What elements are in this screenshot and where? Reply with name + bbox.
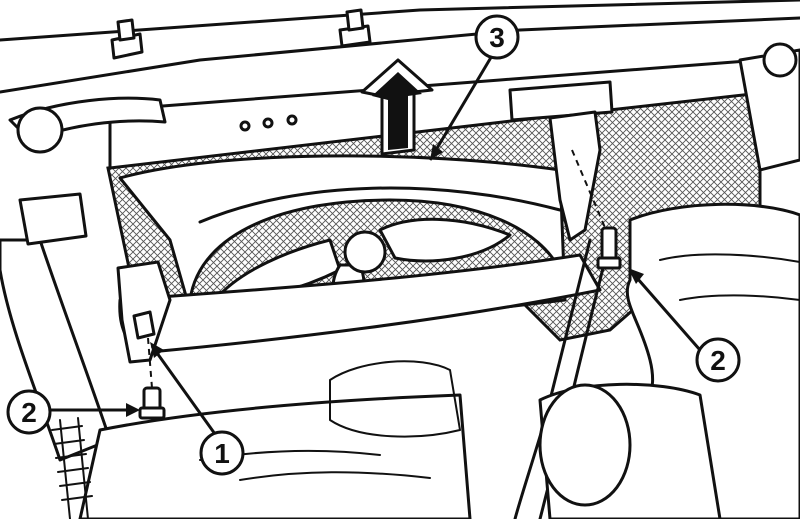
tank-hole — [239, 120, 251, 132]
callout-bolt-right-label: 2 — [710, 345, 726, 376]
right-bolt — [596, 226, 622, 270]
lower-pipe-flange — [329, 360, 461, 438]
callout-arrowhead-2-left — [126, 403, 140, 417]
lower-front-panel — [78, 393, 472, 519]
left-mount — [16, 106, 64, 154]
left-bolt-guide — [147, 337, 153, 389]
upper-right-bracket — [508, 80, 614, 122]
hose-clamp — [18, 192, 88, 246]
left-coolant-hose — [0, 238, 112, 462]
callout-fan-shroud: 3 — [474, 14, 520, 60]
callout-bolt-left-label: 2 — [21, 397, 37, 428]
tank-hole — [286, 114, 298, 126]
top-right-mount — [762, 42, 798, 78]
intake-duct-mouth — [538, 383, 632, 507]
corrugated-hose — [51, 417, 93, 519]
panel-edge — [239, 471, 431, 481]
lower-fixing-nut — [132, 310, 156, 340]
callout-bolt-left: 2 — [6, 389, 52, 435]
callout-leader-3 — [428, 53, 495, 161]
callout-leader-2-right — [628, 269, 702, 351]
callout-leader-1 — [150, 345, 217, 435]
mounting-stud-left — [110, 18, 144, 60]
lower-left-bolt — [138, 386, 166, 420]
tank-hole — [262, 117, 274, 129]
callout-fan-shroud-label: 3 — [489, 22, 505, 53]
right-bolt-guide — [571, 149, 607, 231]
right-fan-bracket — [548, 110, 602, 242]
shroud-rim — [198, 186, 562, 224]
engine-ribs — [659, 253, 800, 301]
callout-arrowhead-1 — [150, 342, 164, 358]
callout-bolt-right: 2 — [695, 337, 741, 383]
up-arrow-icon — [360, 58, 434, 156]
callout-arrowhead-3 — [430, 144, 443, 160]
callout-arrowhead-2-right — [628, 268, 644, 284]
callout-lower-fixing: 1 — [199, 430, 245, 476]
mounting-stud-middle — [338, 8, 372, 48]
callout-lower-fixing-label: 1 — [214, 438, 230, 469]
upper-body-panel — [0, 0, 800, 94]
